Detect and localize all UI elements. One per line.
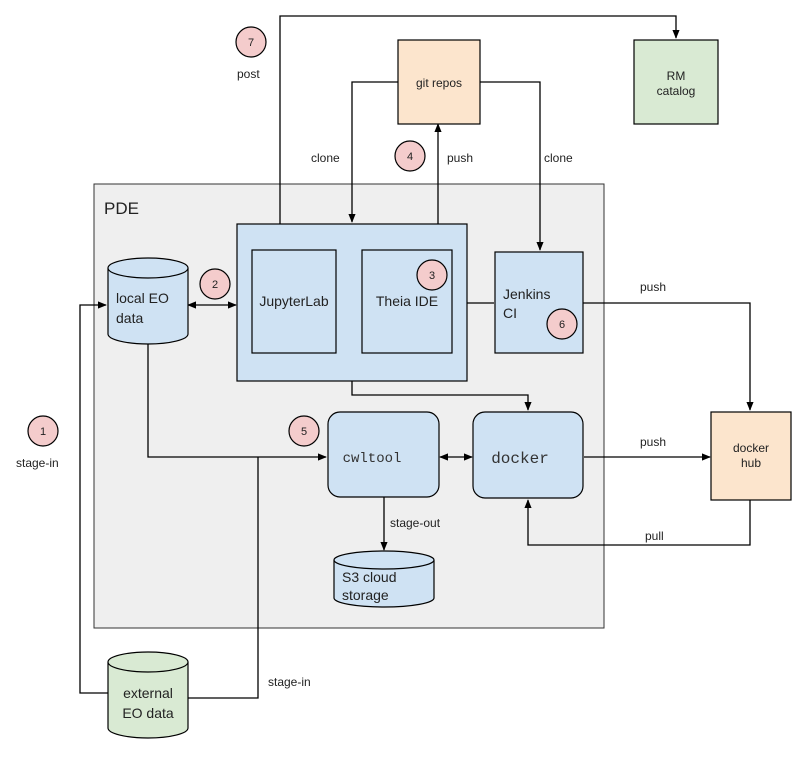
local-eo-data-node <box>107 257 189 345</box>
badge-7-number: 7 <box>248 37 254 49</box>
rm-catalog-node <box>633 39 719 125</box>
badge-3-number: 3 <box>429 270 435 282</box>
docker-node <box>472 411 584 499</box>
badge-3: 3 <box>416 259 448 291</box>
edge-localeo-cwltool <box>147 344 327 461</box>
external-eo-data-label-line1: external <box>123 685 173 701</box>
label-stage-out: stage-out <box>390 516 441 530</box>
label-push-git: push <box>447 151 473 165</box>
edge-stage-in-bottom <box>187 457 259 699</box>
label-stage-in-bottom: stage-in <box>268 675 311 689</box>
pde-label: PDE <box>104 199 139 218</box>
git-repos-node <box>397 39 481 125</box>
s3-storage-label-line2: storage <box>342 587 389 603</box>
label-post: post <box>237 67 260 81</box>
label-clone-right: clone <box>544 151 573 165</box>
badge-5-number: 5 <box>301 426 307 438</box>
badge-2-number: 2 <box>212 279 218 291</box>
docker-hub-label-line1: docker <box>733 441 769 455</box>
badge-2: 2 <box>199 268 231 300</box>
label-push-jenkins: push <box>640 280 666 294</box>
badge-4: 4 <box>394 140 426 172</box>
jupyterlab-node <box>251 249 337 354</box>
edge-jenkins-dockerhub <box>583 302 754 411</box>
label-push-docker: push <box>640 435 666 449</box>
jenkins-ci-label-line1: Jenkins <box>503 286 550 302</box>
label-pull: pull <box>645 529 664 543</box>
docker-hub-node <box>710 411 792 501</box>
s3-storage-node <box>333 550 435 608</box>
badge-1: 1 <box>27 415 59 447</box>
external-eo-data-node <box>107 651 189 739</box>
rm-catalog-label-line1: RM <box>667 69 686 83</box>
local-eo-data-label-line1: local EO <box>116 290 169 306</box>
external-eo-data-label-line2: EO data <box>122 705 174 721</box>
cwltool-node <box>327 411 440 498</box>
s3-storage-label-line1: S3 cloud <box>342 569 396 585</box>
local-eo-data-label-line2: data <box>116 310 143 326</box>
edge-ide-docker <box>351 381 532 411</box>
jenkins-ci-node <box>494 251 584 354</box>
cwltool-label: cwltool <box>343 451 402 467</box>
badge-7: 7 <box>235 26 267 58</box>
label-stage-in-left: stage-in <box>16 456 59 470</box>
edge-stage-in-left <box>79 301 108 694</box>
jenkins-ci-label-line2: CI <box>503 305 517 321</box>
badge-6: 6 <box>546 308 578 340</box>
docker-label: docker <box>491 450 549 468</box>
edge-post <box>279 15 680 224</box>
rm-catalog-label-line2: catalog <box>657 84 696 98</box>
badge-1-number: 1 <box>40 426 46 438</box>
label-clone-left: clone <box>311 151 340 165</box>
theia-ide-label: Theia IDE <box>376 293 438 309</box>
edge-clone-right <box>480 81 544 251</box>
badge-4-number: 4 <box>407 151 413 163</box>
edge-dockerhub-docker <box>524 499 751 546</box>
badge-6-number: 6 <box>559 319 565 331</box>
jupyterlab-label: JupyterLab <box>259 293 328 309</box>
badge-5: 5 <box>288 415 320 447</box>
git-repos-label: git repos <box>416 76 462 90</box>
edge-clone-left <box>348 81 398 223</box>
docker-hub-label-line2: hub <box>741 456 761 470</box>
